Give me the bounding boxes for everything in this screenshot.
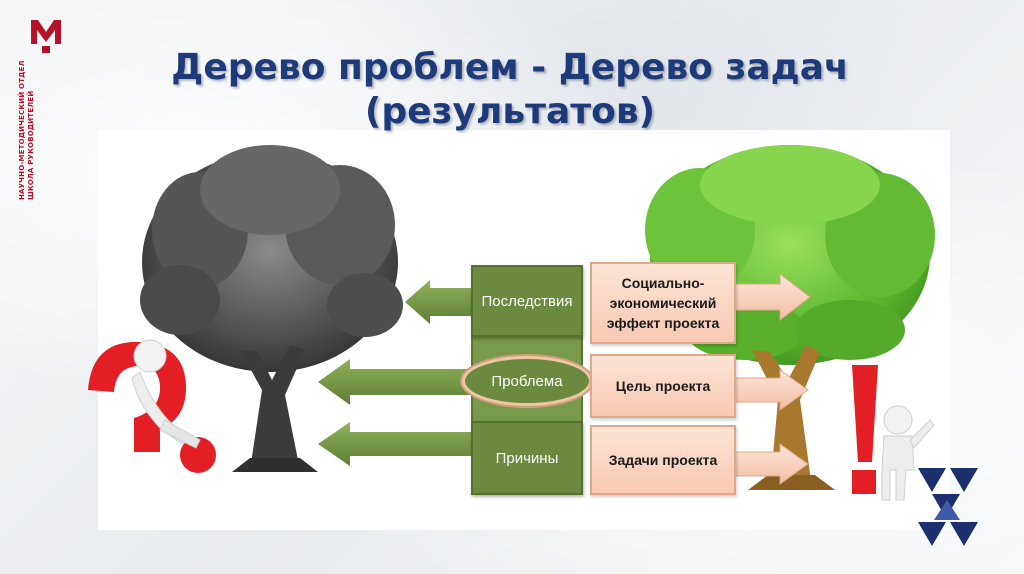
consequences-box: Последствия bbox=[471, 265, 583, 337]
tasks-box: Задачи проекта bbox=[590, 425, 736, 495]
problem-ellipse: Проблема bbox=[462, 356, 592, 406]
bare-tree-icon bbox=[140, 145, 403, 472]
exclamation-mark-icon bbox=[852, 365, 878, 494]
arrow-effect bbox=[734, 272, 811, 322]
thinking-figure-icon bbox=[131, 339, 201, 449]
arrow-tasks bbox=[734, 443, 809, 485]
title-line-2: (результатов) bbox=[364, 91, 656, 132]
pointing-figure-icon bbox=[881, 405, 935, 501]
goal-box: Цель проекта bbox=[590, 354, 736, 418]
arrow-causes bbox=[318, 422, 471, 466]
green-tree-icon bbox=[645, 145, 935, 490]
effect-label: Социально-экономический эффект проекта bbox=[606, 275, 720, 331]
consequences-label: Последствия bbox=[481, 292, 573, 310]
tasks-label: Задачи проекта bbox=[608, 452, 718, 468]
effect-box: Социально-экономический эффект проекта bbox=[590, 262, 736, 344]
page-title: Дерево проблем - Дерево задач (результат… bbox=[60, 46, 960, 134]
goal-label: Цель проекта bbox=[615, 378, 711, 394]
logo-m-icon bbox=[31, 20, 61, 53]
arrow-problem bbox=[318, 359, 471, 405]
problem-label: Проблема bbox=[491, 372, 563, 390]
arrow-goal bbox=[734, 369, 809, 411]
causes-box: Причины bbox=[471, 421, 583, 495]
triangle-pattern-icon bbox=[918, 468, 978, 546]
title-line-1: Дерево проблем - Дерево задач bbox=[171, 47, 849, 88]
causes-label: Причины bbox=[495, 449, 559, 467]
arrow-consequences bbox=[405, 280, 471, 324]
